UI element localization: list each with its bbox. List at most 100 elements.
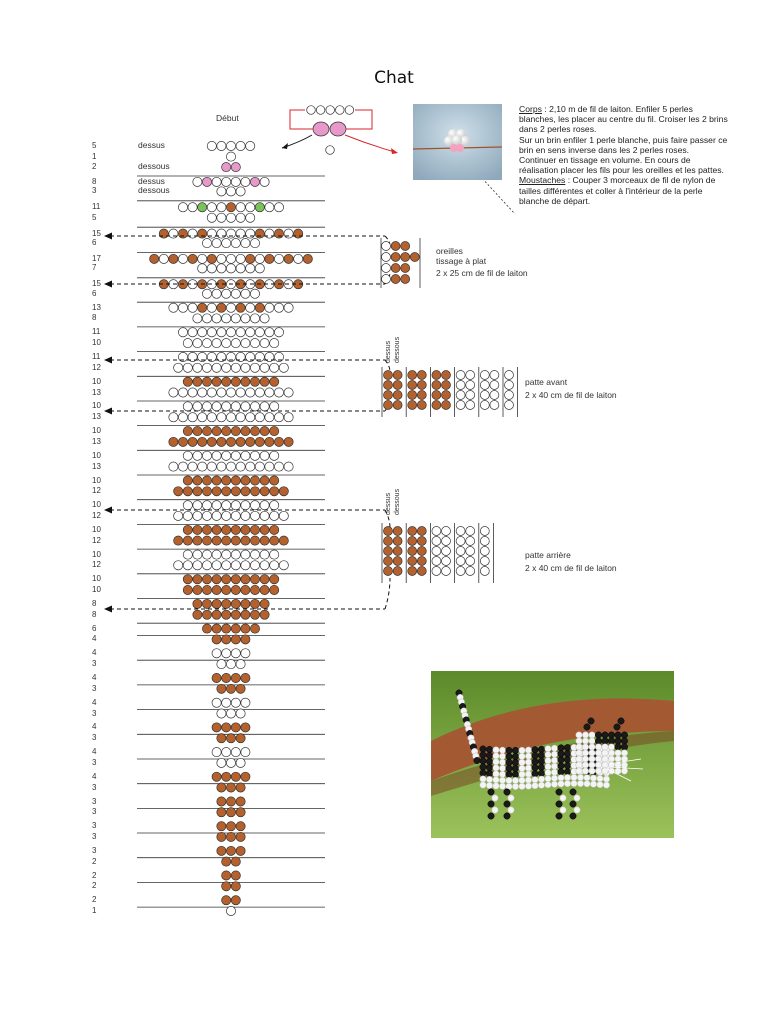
bead	[182, 475, 193, 486]
row-number: 3	[92, 683, 97, 693]
row-number: 10	[92, 549, 101, 559]
cat-bead	[505, 771, 513, 778]
row-number: 3	[92, 831, 97, 841]
cat-bead	[608, 749, 615, 757]
cat-bead	[596, 781, 604, 789]
bead	[221, 238, 232, 249]
cat-bead	[512, 759, 519, 766]
cat-bead	[499, 776, 506, 784]
bead	[283, 228, 294, 239]
bead	[479, 536, 490, 546]
vertical-dessus-label: dessus	[385, 492, 392, 515]
bead	[202, 362, 212, 373]
bead	[197, 461, 208, 472]
bead	[230, 598, 241, 609]
bead	[390, 241, 401, 251]
bead	[206, 412, 217, 423]
bead	[192, 500, 203, 511]
bead	[455, 390, 466, 400]
bead	[192, 560, 203, 571]
bead	[254, 352, 265, 362]
arrow-head	[104, 356, 112, 364]
bead	[407, 546, 418, 556]
bead	[158, 253, 169, 264]
cat-bead	[577, 780, 584, 788]
bead	[392, 546, 403, 556]
bead	[187, 352, 198, 362]
bead	[235, 436, 246, 447]
bead-row	[173, 560, 289, 571]
bead	[250, 486, 260, 497]
bead	[407, 400, 418, 410]
bead	[407, 566, 418, 576]
bead-row	[216, 831, 246, 842]
cat-bead	[518, 764, 526, 772]
bead	[211, 475, 222, 486]
bead	[173, 510, 184, 521]
bead	[479, 546, 490, 556]
wire	[289, 109, 313, 130]
side-label: dessus	[138, 175, 165, 186]
bead	[216, 302, 227, 313]
cat-bead	[525, 782, 532, 790]
cat-bead	[499, 782, 506, 790]
row-number: 8	[92, 313, 97, 323]
cat-bead	[570, 774, 578, 781]
bead	[216, 436, 227, 447]
cat-bead	[577, 774, 584, 782]
row-number: 3	[92, 757, 97, 767]
bead	[221, 376, 232, 387]
bead	[465, 556, 476, 566]
bead	[240, 771, 251, 782]
bead	[211, 560, 222, 571]
bead	[216, 387, 227, 398]
row-number: 10	[92, 338, 101, 348]
row-number: 4	[92, 634, 97, 644]
bead	[211, 623, 222, 634]
bead	[250, 623, 260, 634]
moustaches-text: : Couper 3 morceaux de fil de nylon de t…	[519, 175, 716, 206]
bead-row	[173, 362, 289, 373]
row-number: 12	[92, 486, 101, 496]
bead	[312, 121, 330, 137]
bead	[240, 634, 251, 645]
bead	[182, 426, 193, 437]
bead	[230, 450, 241, 461]
bead	[211, 609, 222, 620]
bead	[226, 461, 236, 472]
cat-bead	[518, 776, 526, 784]
bead	[245, 387, 256, 398]
bead	[211, 549, 222, 560]
bead	[240, 376, 251, 387]
row-number: 10	[92, 574, 101, 584]
cat-bead	[512, 771, 519, 778]
bead-row	[182, 475, 280, 486]
bead	[226, 683, 236, 694]
cat-bead	[505, 759, 513, 766]
cat-bead	[570, 780, 578, 787]
bead	[192, 585, 203, 595]
corps-title: Corps	[519, 104, 542, 114]
cat-bead	[569, 788, 577, 796]
bead	[168, 412, 179, 423]
bead	[221, 585, 232, 595]
bead	[264, 387, 275, 398]
bead	[479, 390, 490, 400]
bead	[235, 387, 246, 398]
bead	[390, 274, 401, 284]
bead	[245, 302, 256, 313]
bead	[230, 870, 241, 881]
cat-bead	[505, 747, 513, 754]
ears-label: oreilles	[436, 246, 463, 256]
bead	[259, 401, 270, 412]
bead	[211, 747, 222, 758]
bead	[240, 176, 251, 187]
bead-row	[221, 881, 241, 892]
cat-bead	[538, 763, 545, 771]
bead	[221, 598, 232, 609]
bead	[293, 228, 304, 239]
bead	[264, 436, 275, 447]
bead	[240, 609, 251, 620]
cat-bead	[486, 746, 493, 753]
row-number: 4	[92, 673, 97, 682]
